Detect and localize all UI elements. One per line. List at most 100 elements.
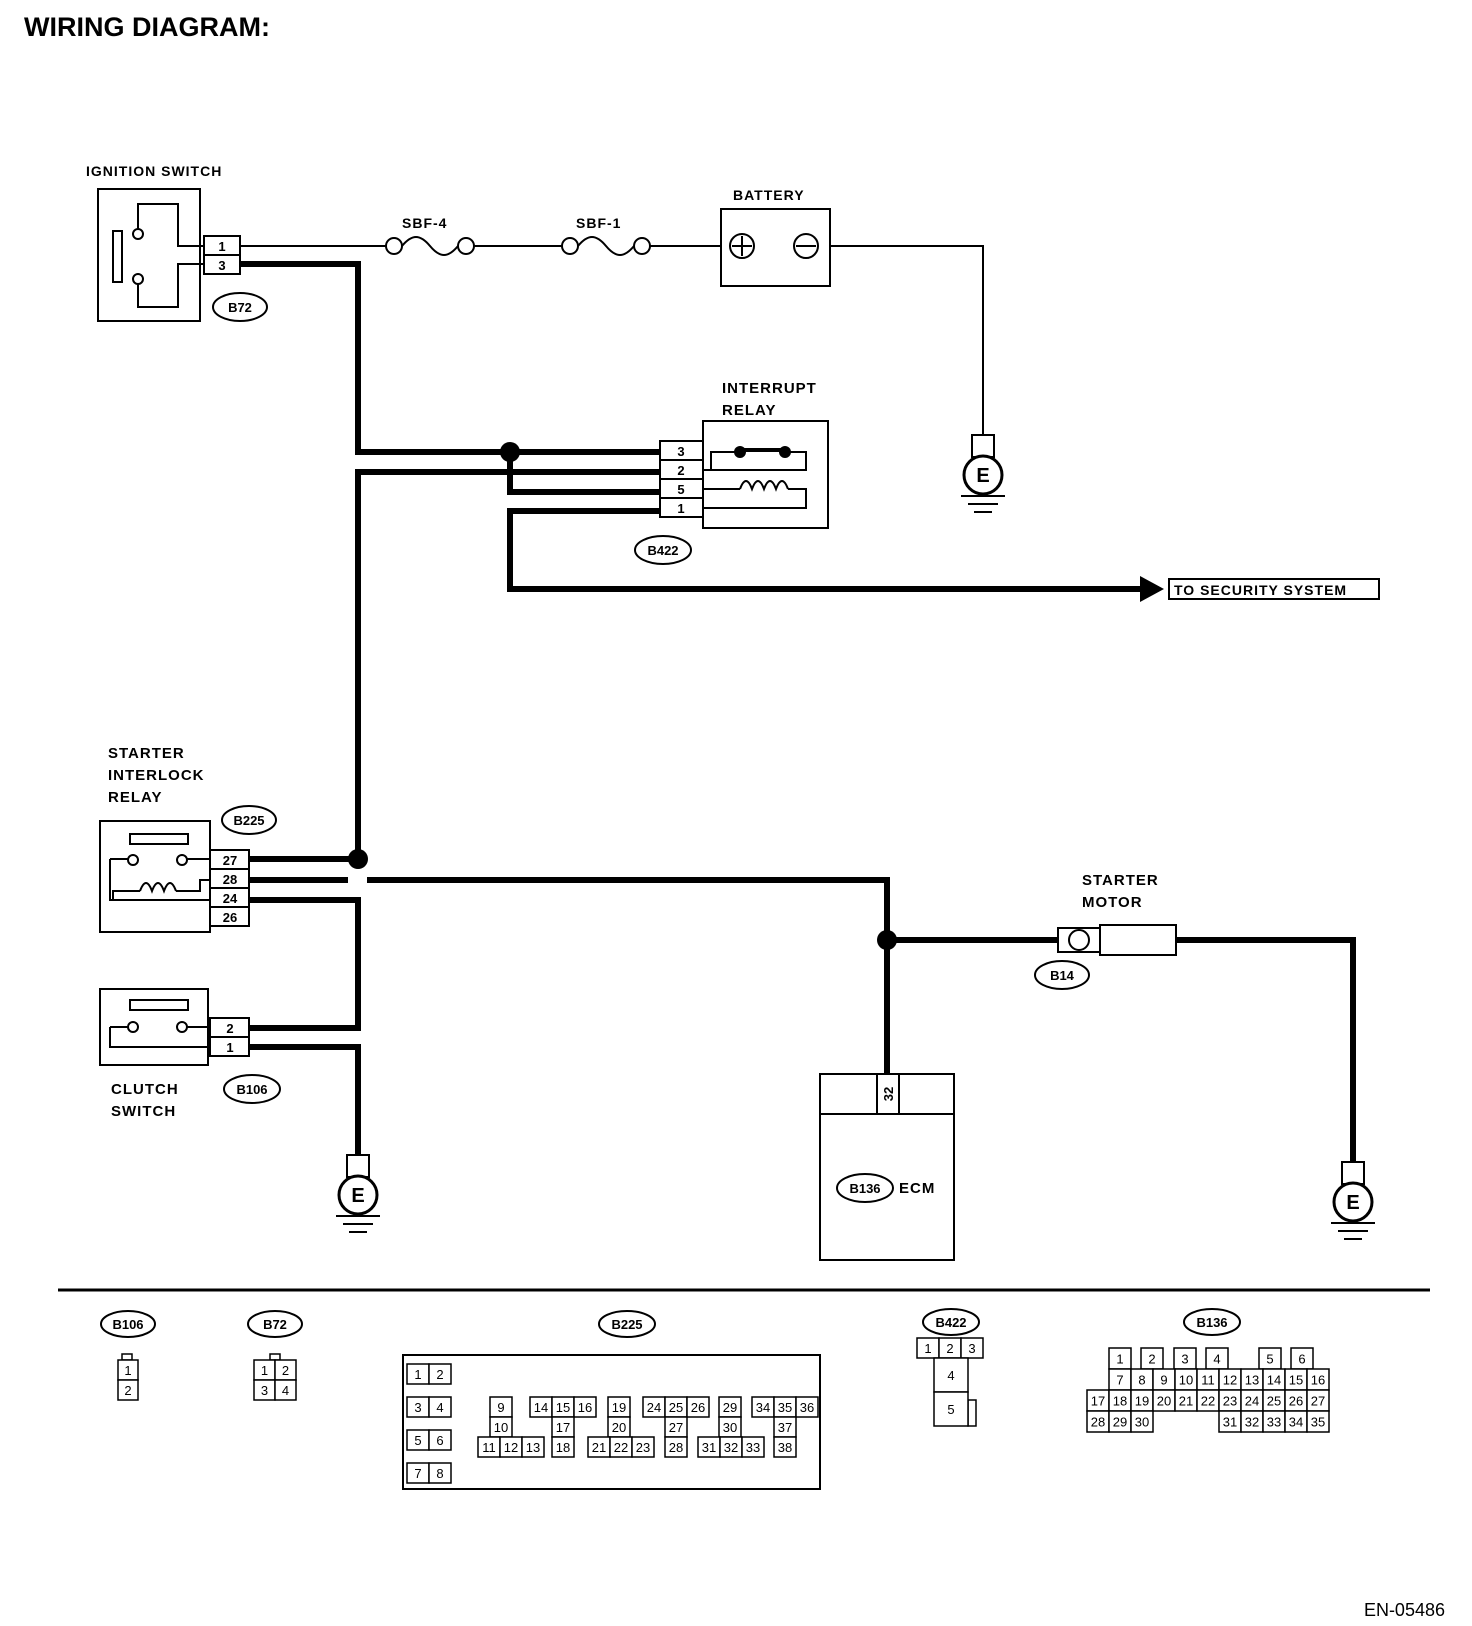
cv-b136-pin-9: 9 bbox=[1160, 1373, 1167, 1388]
cv-b225-pin-13: 13 bbox=[526, 1440, 540, 1455]
cv-b225-pin-34: 34 bbox=[756, 1400, 770, 1415]
cv-b225-pin-9: 9 bbox=[497, 1400, 504, 1415]
cv-b72-pin-3: 3 bbox=[261, 1383, 268, 1398]
cv-b136-pin-14: 14 bbox=[1267, 1373, 1281, 1388]
cv-b225-pin-22: 22 bbox=[614, 1440, 628, 1455]
starter-motor-label-2: MOTOR bbox=[1082, 894, 1143, 911]
cv-b136-pin-35: 35 bbox=[1311, 1415, 1325, 1430]
cv-b136-pin-3: 3 bbox=[1181, 1352, 1188, 1367]
ignition-switch-label: IGNITION SWITCH bbox=[86, 163, 222, 179]
cv-b106-pin-1: 1 bbox=[124, 1363, 131, 1378]
interrupt-relay-label-1: INTERRUPT bbox=[722, 380, 817, 397]
cv-b225-pin-15: 15 bbox=[556, 1400, 570, 1415]
security-system-label: TO SECURITY SYSTEM bbox=[1174, 582, 1347, 598]
cv-b136-pin-19: 19 bbox=[1135, 1394, 1149, 1409]
cv-b225-pin-4: 4 bbox=[436, 1400, 443, 1415]
cv-b225-cell-36 bbox=[795, 1396, 819, 1418]
cv-b225-pin-29: 29 bbox=[723, 1400, 737, 1415]
b136-oval-label: B136 bbox=[849, 1181, 880, 1196]
cv-b136-pin-34: 34 bbox=[1289, 1415, 1303, 1430]
cv-b225-cell-6 bbox=[428, 1429, 452, 1451]
cv-b225-pin-32: 32 bbox=[724, 1440, 738, 1455]
cv-b136-pin-5: 5 bbox=[1266, 1352, 1273, 1367]
cv-b136-pin-15: 15 bbox=[1289, 1373, 1303, 1388]
starter-motor: STARTER MOTOR B14 bbox=[1034, 872, 1177, 990]
cv-b136-pin-32: 32 bbox=[1245, 1415, 1259, 1430]
connector-view-b106: B106 12 bbox=[100, 1310, 156, 1401]
cv-b225-cell-16 bbox=[573, 1396, 597, 1418]
starter-interlock-relay: STARTER INTERLOCK RELAY B225 27 28 24 26 bbox=[99, 745, 277, 933]
cv-b225-pin-10: 10 bbox=[494, 1420, 508, 1435]
cv-b225-pin-21: 21 bbox=[592, 1440, 606, 1455]
cv-b225-cell-28 bbox=[664, 1436, 688, 1458]
cv-b136-pin-18: 18 bbox=[1113, 1394, 1127, 1409]
junction-dots bbox=[348, 442, 897, 950]
cv-b72-cell-4 bbox=[274, 1379, 297, 1401]
cv-b136-pin-12: 12 bbox=[1223, 1373, 1237, 1388]
cv-b225-cell-23 bbox=[631, 1436, 655, 1458]
security-system: TO SECURITY SYSTEM bbox=[1168, 578, 1380, 600]
cv-b422-pin-5: 5 bbox=[947, 1402, 954, 1417]
b106-pin-1: 1 bbox=[226, 1040, 233, 1055]
b225-oval-label: B225 bbox=[233, 813, 264, 828]
interrupt-relay-label-2: RELAY bbox=[722, 402, 776, 419]
cv-b225-pin-27: 27 bbox=[669, 1420, 683, 1435]
cv-b72-label: B72 bbox=[263, 1317, 287, 1332]
cv-b136-pin-27: 27 bbox=[1311, 1394, 1325, 1409]
cv-b136-cell-35 bbox=[1306, 1410, 1330, 1433]
cv-b225-pin-37: 37 bbox=[778, 1420, 792, 1435]
cv-b136-pin-28: 28 bbox=[1091, 1415, 1105, 1430]
b422-pin-2: 2 bbox=[677, 463, 684, 478]
cv-b422-cell-4 bbox=[933, 1357, 969, 1393]
b14-oval-label: B14 bbox=[1050, 968, 1075, 983]
starter-interlock-label-2: INTERLOCK bbox=[108, 767, 205, 784]
cv-b225-pin-30: 30 bbox=[723, 1420, 737, 1435]
cv-b225-pin-38: 38 bbox=[778, 1440, 792, 1455]
ground-label-battery: E bbox=[976, 465, 989, 487]
cv-b225-cell-26 bbox=[686, 1396, 710, 1418]
cv-b225-pin-23: 23 bbox=[636, 1440, 650, 1455]
cv-b136-pin-20: 20 bbox=[1157, 1394, 1171, 1409]
cv-b225-cell-8 bbox=[428, 1462, 452, 1484]
clutch-switch-label-2: SWITCH bbox=[111, 1103, 176, 1120]
cv-b106-cell-2 bbox=[117, 1379, 139, 1401]
cv-b225-cell-4 bbox=[428, 1396, 452, 1418]
starter-interlock-label-1: STARTER bbox=[108, 745, 185, 762]
cv-b136-pin-11: 11 bbox=[1201, 1373, 1215, 1388]
b72-pin-3: 3 bbox=[218, 258, 225, 273]
sbf4-label: SBF-4 bbox=[402, 215, 447, 231]
cv-b225-pin-20: 20 bbox=[612, 1420, 626, 1435]
cv-b136-label: B136 bbox=[1196, 1315, 1227, 1330]
cv-b136-pin-6: 6 bbox=[1298, 1352, 1305, 1367]
starter-motor-label-1: STARTER bbox=[1082, 872, 1159, 889]
cv-b225-pin-33: 33 bbox=[746, 1440, 760, 1455]
cv-b422-label: B422 bbox=[935, 1315, 966, 1330]
cv-b136-pin-7: 7 bbox=[1116, 1373, 1123, 1388]
b106-oval-label: B106 bbox=[236, 1082, 267, 1097]
fuse-sbf4: SBF-4 bbox=[385, 215, 475, 256]
security-arrow-head bbox=[1140, 576, 1164, 602]
cv-b225-cell-38 bbox=[773, 1436, 797, 1458]
cv-b422-pin-3: 3 bbox=[968, 1341, 975, 1356]
cv-b225-pin-14: 14 bbox=[534, 1400, 548, 1415]
battery: BATTERY bbox=[720, 187, 831, 287]
ground-label-starter: E bbox=[1346, 1192, 1359, 1214]
cv-b225-pin-24: 24 bbox=[647, 1400, 661, 1415]
cv-b136-pin-16: 16 bbox=[1311, 1373, 1325, 1388]
ecm-label: ECM bbox=[899, 1180, 935, 1197]
cv-b136-pin-17: 17 bbox=[1091, 1394, 1105, 1409]
cv-b72-pin-1: 1 bbox=[261, 1363, 268, 1378]
cv-b422-cell-3 bbox=[960, 1337, 984, 1359]
battery-label: BATTERY bbox=[733, 187, 805, 203]
cv-b225-pin-16: 16 bbox=[578, 1400, 592, 1415]
cv-b225-cell-33 bbox=[741, 1436, 765, 1458]
ecm-pin-32: 32 bbox=[881, 1087, 896, 1101]
cv-b136-pin-33: 33 bbox=[1267, 1415, 1281, 1430]
thin-wires bbox=[240, 245, 984, 435]
cv-b422-pin-2: 2 bbox=[946, 1341, 953, 1356]
cv-b136-pin-21: 21 bbox=[1179, 1394, 1193, 1409]
cv-b225-label: B225 bbox=[611, 1317, 642, 1332]
